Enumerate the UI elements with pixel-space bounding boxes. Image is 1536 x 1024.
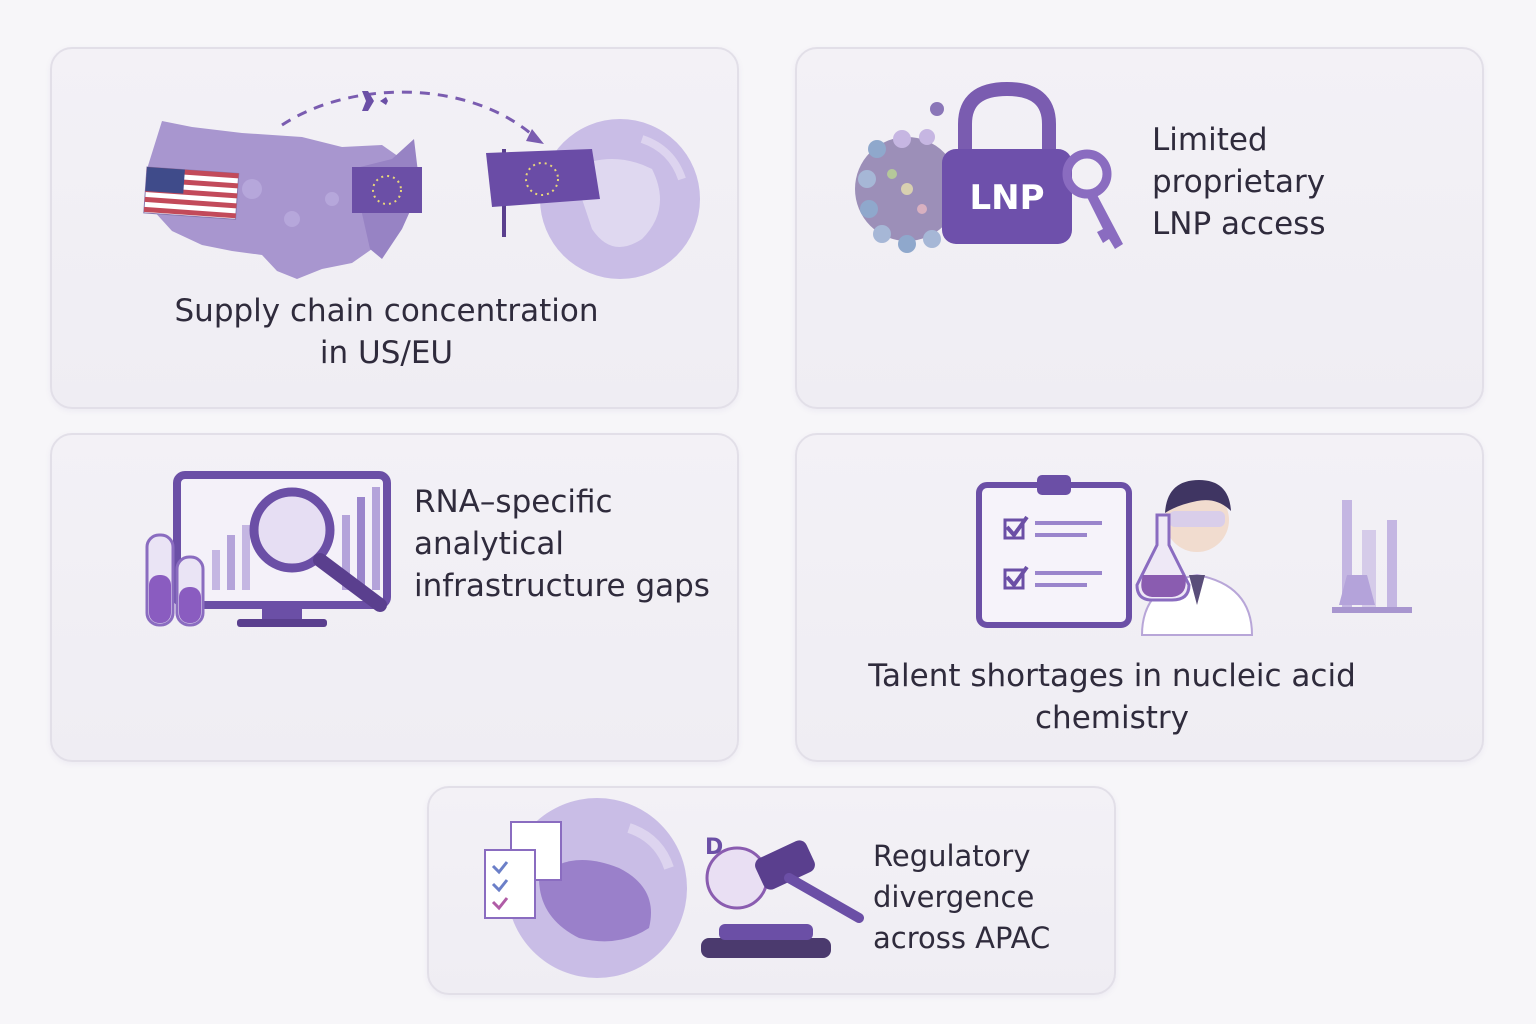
label-line: Supply chain concentration	[174, 293, 599, 329]
card-lnp-access: LNP Limited proprietary LNP access	[795, 47, 1484, 409]
clipboard-checklist-icon	[976, 475, 1132, 628]
airplane-icon	[354, 91, 388, 111]
label-line: LNP access	[1152, 206, 1326, 242]
label-line: Regulatory	[873, 839, 1031, 873]
card-analytics-gaps: RNA–specific analytical infrastructure g…	[50, 433, 739, 762]
padlock-icon: LNP	[942, 81, 1072, 244]
gavel-icon	[701, 840, 864, 958]
lnp-illustration: LNP	[855, 81, 1123, 253]
card-regulatory-label: Regulatory divergence across APAC	[873, 836, 1050, 959]
dial-icon: D	[705, 835, 769, 910]
eu-flag-icon	[352, 167, 422, 213]
lipid-nanoparticle-icon	[855, 102, 959, 253]
analytics-illustration	[145, 471, 391, 627]
label-line: RNA–specific	[414, 484, 613, 520]
route-arc	[281, 90, 539, 141]
key-icon	[1062, 149, 1123, 249]
label-line: chemistry	[1035, 700, 1189, 736]
regulatory-illustration: D	[484, 798, 864, 978]
label-line: proprietary	[1152, 164, 1326, 200]
card-regulatory-divergence: D Regulatory divergence across APAC	[427, 786, 1116, 995]
svg-text:D: D	[705, 835, 723, 860]
label-line: Limited	[1152, 122, 1268, 158]
flask-icon	[1135, 513, 1191, 602]
test-tube-icon	[145, 533, 205, 627]
eu-flag-icon	[486, 149, 600, 237]
magnifier-icon	[249, 487, 387, 612]
card-talent-label: Talent shortages in nucleic acid chemist…	[797, 655, 1427, 739]
card-analytics-label: RNA–specific analytical infrastructure g…	[414, 481, 710, 607]
card-talent-shortages: Talent shortages in nucleic acid chemist…	[795, 433, 1484, 762]
card-supply-chain: Supply chain concentration in US/EU	[50, 47, 739, 409]
label-line: across APAC	[873, 921, 1051, 955]
checklist-document-icon	[484, 821, 562, 919]
label-line: divergence	[873, 880, 1035, 914]
card-supply-chain-label: Supply chain concentration in US/EU	[52, 290, 721, 374]
lock-text: LNP	[969, 178, 1044, 218]
us-flag-icon	[143, 166, 240, 220]
card-lnp-label: Limited proprietary LNP access	[1152, 119, 1325, 245]
label-line: Talent shortages in nucleic acid	[868, 658, 1356, 694]
label-line: infrastructure gaps	[414, 568, 710, 604]
label-line: analytical	[414, 526, 565, 562]
label-line: in US/EU	[319, 335, 454, 371]
talent-illustration	[976, 475, 1412, 636]
supply-chain-illustration	[143, 90, 700, 279]
lab-equipment-icon	[1332, 500, 1412, 613]
